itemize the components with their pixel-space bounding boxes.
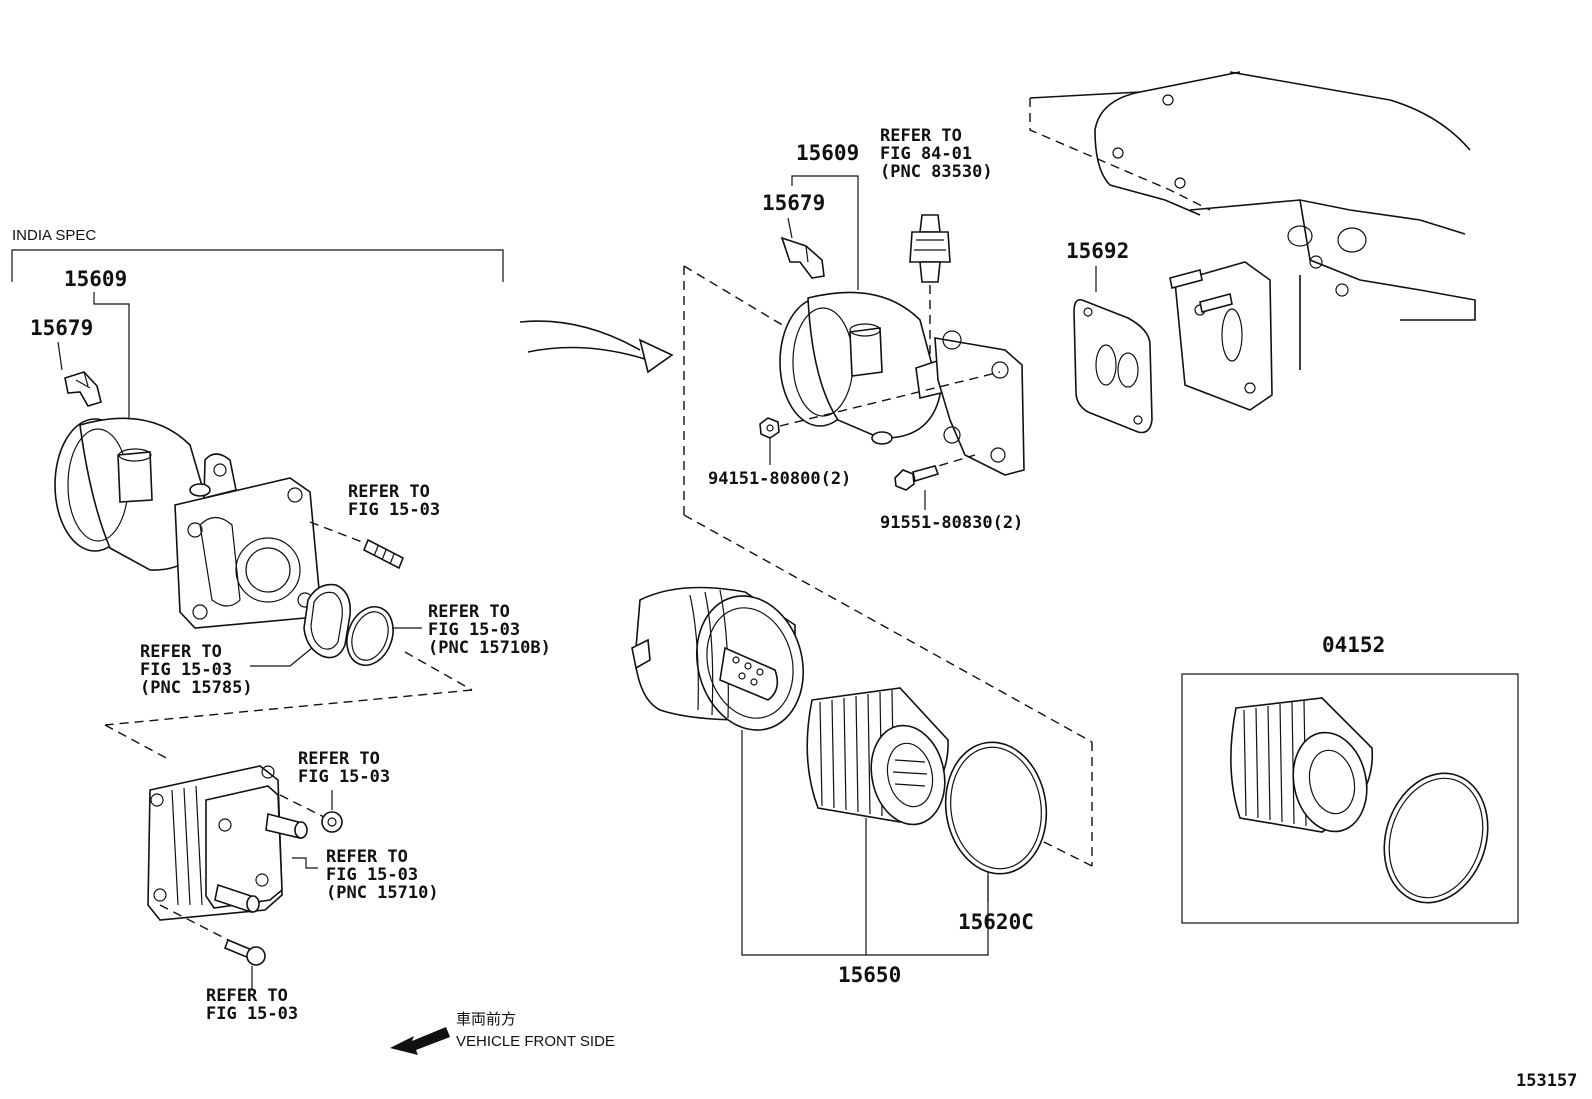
engine-block-group (1029, 71, 1476, 411)
curved-arrow-icon (519, 320, 674, 374)
part-number-91551: 91551-80830(2) (880, 513, 1023, 533)
refer-to-bolt-line2: FIG 15-03 (206, 1004, 298, 1024)
figure-number: 153157 (1516, 1071, 1577, 1091)
o-ring-15620c (944, 741, 1048, 875)
engine-hole-1 (1162, 94, 1174, 106)
union-nut-left (321, 811, 343, 833)
engine-hole-6 (1309, 255, 1323, 269)
engine-top-edge-1 (1029, 71, 1241, 99)
engine-stud-1 (1169, 269, 1203, 289)
dashed-outline-1 (683, 265, 785, 327)
refer-to-oring-line1: REFER TO (428, 602, 510, 622)
leader-15609-center (791, 175, 859, 290)
refer-to-gasket-line3: (PNC 15785) (140, 678, 253, 698)
refer-to-cooler-line2: FIG 15-03 (326, 865, 418, 885)
stud-bolt-left (309, 521, 405, 570)
part-number-04152: 04152 (1322, 633, 1385, 657)
oil-filter-cap (631, 586, 805, 731)
engine-mount-hole-2 (1244, 382, 1256, 394)
refer-to-bolt-line1: REFER TO (206, 986, 288, 1006)
filter-cap-group: 15650 15620C (631, 586, 1048, 987)
engine-hole-3 (1174, 177, 1186, 189)
gasket-15785-left (303, 583, 352, 659)
dashed-outline-5 (1039, 839, 1093, 867)
refer-to-stud-line2: FIG 15-03 (348, 500, 440, 520)
part-number-15692: 15692 (1066, 239, 1129, 263)
refer-to-nut-line2: FIG 15-03 (298, 767, 390, 787)
refer-to-stud-line1: REFER TO (348, 482, 430, 502)
engine-hole-2 (1112, 147, 1124, 159)
engine-back-edge (1229, 71, 1471, 151)
leader-cooler (292, 857, 318, 869)
oil-filter-element-15650 (806, 687, 949, 826)
front-direction-arrow-icon (390, 1027, 450, 1055)
refer-to-oring-line3: (PNC 15710B) (428, 638, 551, 658)
refer-to-oring-line2: FIG 15-03 (428, 620, 520, 640)
dashed-nut-line (279, 794, 327, 819)
part-number-15609-center: 15609 (796, 141, 859, 165)
engine-top-edge-2 (1094, 91, 1201, 216)
part-number-15609-left: 15609 (64, 267, 127, 291)
vehicle-front-indicator: 車両前方 VEHICLE FRONT SIDE (390, 1011, 615, 1055)
refer-to-cooler-line1: REFER TO (326, 847, 408, 867)
india-spec-bracket (11, 249, 504, 282)
leader-15609-left (93, 292, 130, 420)
part-number-15679-center: 15679 (762, 191, 825, 215)
nut-94151 (759, 417, 780, 439)
engine-hole-5 (1337, 227, 1367, 253)
o-ring-15710b-left (346, 606, 394, 666)
engine-mount-face (1174, 261, 1273, 411)
kit-filter-element (1230, 697, 1374, 833)
dashed-nut-center (779, 371, 1001, 427)
bolt-91551 (894, 465, 940, 491)
kit-04152-box (1181, 673, 1519, 924)
dashed-projection-3 (104, 724, 171, 761)
engine-hole-7 (1335, 283, 1349, 297)
oil-pressure-switch (909, 214, 951, 283)
engine-mount-port (1221, 308, 1243, 362)
part-number-94151: 94151-80800(2) (708, 469, 851, 489)
engine-mid-edge (1189, 199, 1466, 235)
refer-to-switch-line2: FIG 84-01 (880, 144, 972, 164)
clip-15679-center (780, 236, 825, 279)
gasket-15692 (1073, 298, 1153, 434)
leader-15679-center (787, 217, 793, 239)
leader-gasket (250, 647, 313, 667)
leader-15650-bracket (741, 730, 989, 956)
refer-to-switch-line1: REFER TO (880, 126, 962, 146)
bolt-left-bottom (223, 938, 266, 966)
adapter-plate-left (174, 453, 321, 629)
part-number-15679-left: 15679 (30, 316, 93, 340)
vehicle-front-en: VEHICLE FRONT SIDE (456, 1033, 615, 1050)
engine-hole-4 (1287, 225, 1313, 247)
refer-to-gasket-line2: FIG 15-03 (140, 660, 232, 680)
vehicle-front-jp: 車両前方 (456, 1011, 516, 1028)
refer-to-cooler-line3: (PNC 15710) (326, 883, 439, 903)
kit-04152-group: 04152 (1181, 633, 1519, 924)
refer-to-nut-line1: REFER TO (298, 749, 380, 769)
clip-15679-left (64, 371, 102, 407)
oil-cooler (147, 765, 308, 921)
engine-dashed-edge (1029, 98, 1211, 211)
part-number-15650: 15650 (838, 963, 901, 987)
oil-filter-housing-center (779, 291, 946, 445)
center-upper-group: 15609 15679 REFER TO FIG 84-01 (PNC 8353… (683, 126, 1093, 867)
dashed-projection-1 (404, 651, 473, 691)
dashed-outline-3 (683, 514, 1093, 743)
india-spec-group: INDIA SPEC 15609 15679 (11, 227, 551, 1024)
dashed-projection-2 (104, 689, 473, 726)
kit-o-ring (1383, 772, 1489, 904)
india-spec-label: INDIA SPEC (12, 227, 96, 244)
leader-15679-left (57, 341, 63, 371)
part-number-15620c: 15620C (958, 910, 1034, 934)
refer-to-gasket-line1: REFER TO (140, 642, 222, 662)
adapter-plate-center (934, 330, 1025, 476)
engine-right-edge (1299, 199, 1476, 321)
engine-stud-2 (1199, 293, 1233, 313)
refer-to-switch-line3: (PNC 83530) (880, 162, 993, 182)
